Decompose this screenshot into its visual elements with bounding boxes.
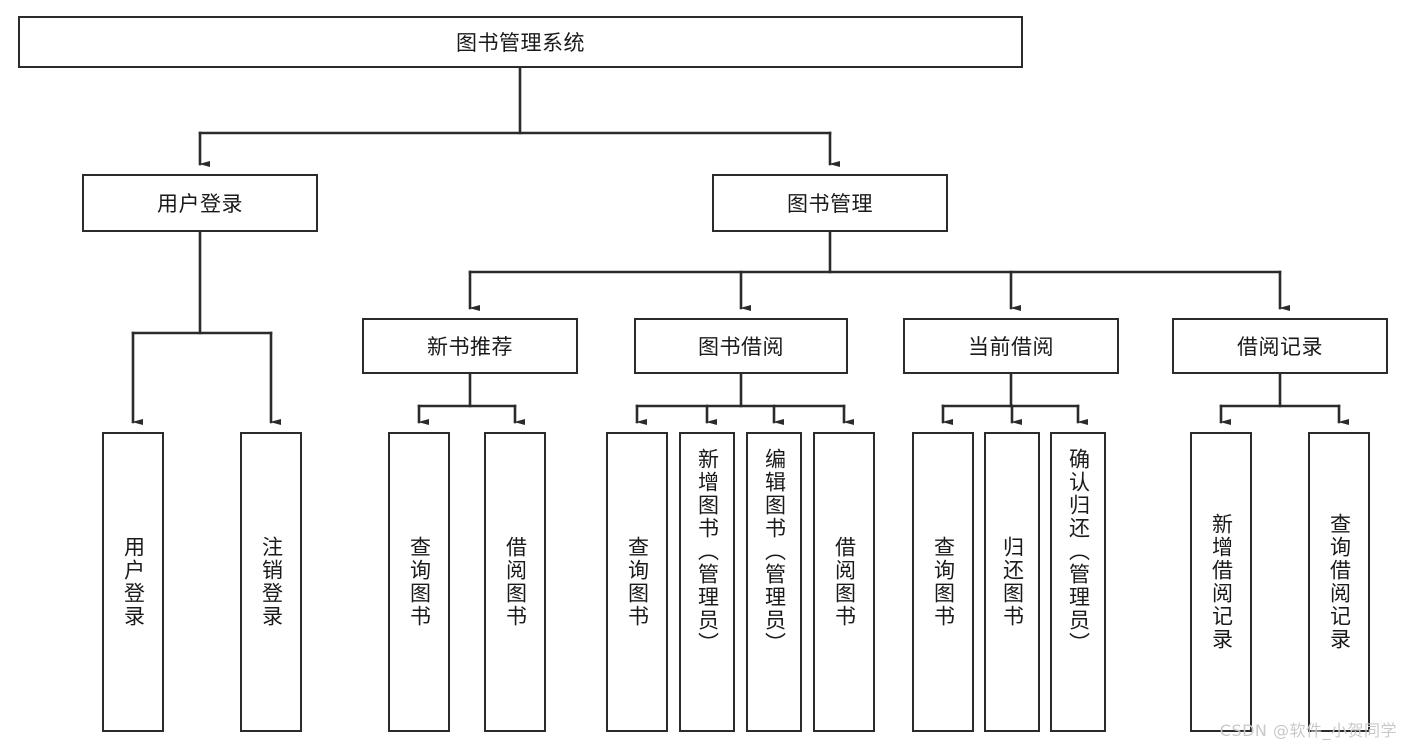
node-user-login-label: 用户登录 bbox=[157, 192, 243, 216]
node-leaf-confirm-return-label: 确认归还（管理员） bbox=[1066, 448, 1091, 655]
node-leaf-borrow-book-1-label: 借阅图书 bbox=[503, 536, 528, 628]
node-leaf-query-book-3-label: 查询图书 bbox=[931, 536, 956, 628]
node-leaf-user-login[interactable]: 用户登录 bbox=[102, 432, 164, 732]
node-leaf-edit-book[interactable]: 编辑图书（管理员） bbox=[746, 432, 802, 732]
node-borrow-record[interactable]: 借阅记录 bbox=[1172, 318, 1388, 374]
node-leaf-query-book-2[interactable]: 查询图书 bbox=[606, 432, 668, 732]
node-leaf-return-book[interactable]: 归还图书 bbox=[984, 432, 1040, 732]
node-leaf-query-book-2-label: 查询图书 bbox=[625, 536, 650, 628]
node-leaf-query-book-1-label: 查询图书 bbox=[407, 536, 432, 628]
node-leaf-confirm-return[interactable]: 确认归还（管理员） bbox=[1050, 432, 1106, 732]
node-root-label: 图书管理系统 bbox=[456, 31, 585, 55]
node-leaf-query-record-label: 查询借阅记录 bbox=[1327, 513, 1352, 651]
node-book-borrow-label: 图书借阅 bbox=[698, 335, 784, 359]
node-new-book-rec-label: 新书推荐 bbox=[427, 335, 513, 359]
node-borrow-record-label: 借阅记录 bbox=[1237, 335, 1323, 359]
node-leaf-add-book-label: 新增图书（管理员） bbox=[695, 448, 720, 655]
node-leaf-borrow-book-2-label: 借阅图书 bbox=[832, 536, 857, 628]
node-leaf-logout-label: 注销登录 bbox=[259, 536, 284, 628]
node-user-login[interactable]: 用户登录 bbox=[82, 174, 318, 232]
node-leaf-return-book-label: 归还图书 bbox=[1000, 536, 1025, 628]
node-leaf-borrow-book-1[interactable]: 借阅图书 bbox=[484, 432, 546, 732]
node-book-manage[interactable]: 图书管理 bbox=[712, 174, 948, 232]
node-leaf-borrow-book-2[interactable]: 借阅图书 bbox=[813, 432, 875, 732]
node-leaf-edit-book-label: 编辑图书（管理员） bbox=[762, 448, 787, 655]
node-book-borrow[interactable]: 图书借阅 bbox=[634, 318, 848, 374]
watermark-text: CSDN @软件_小贺同学 bbox=[1219, 721, 1397, 740]
node-leaf-query-book-3[interactable]: 查询图书 bbox=[912, 432, 974, 732]
node-leaf-add-book[interactable]: 新增图书（管理员） bbox=[679, 432, 735, 732]
node-new-book-rec[interactable]: 新书推荐 bbox=[362, 318, 578, 374]
node-current-borrow[interactable]: 当前借阅 bbox=[903, 318, 1119, 374]
node-book-manage-label: 图书管理 bbox=[787, 192, 873, 216]
node-leaf-logout[interactable]: 注销登录 bbox=[240, 432, 302, 732]
node-leaf-add-record-label: 新增借阅记录 bbox=[1209, 513, 1234, 651]
node-leaf-query-book-1[interactable]: 查询图书 bbox=[388, 432, 450, 732]
node-current-borrow-label: 当前借阅 bbox=[968, 335, 1054, 359]
node-root-system[interactable]: 图书管理系统 bbox=[18, 16, 1023, 68]
node-leaf-add-record[interactable]: 新增借阅记录 bbox=[1190, 432, 1252, 732]
node-leaf-query-record[interactable]: 查询借阅记录 bbox=[1308, 432, 1370, 732]
node-leaf-user-login-label: 用户登录 bbox=[121, 536, 146, 628]
